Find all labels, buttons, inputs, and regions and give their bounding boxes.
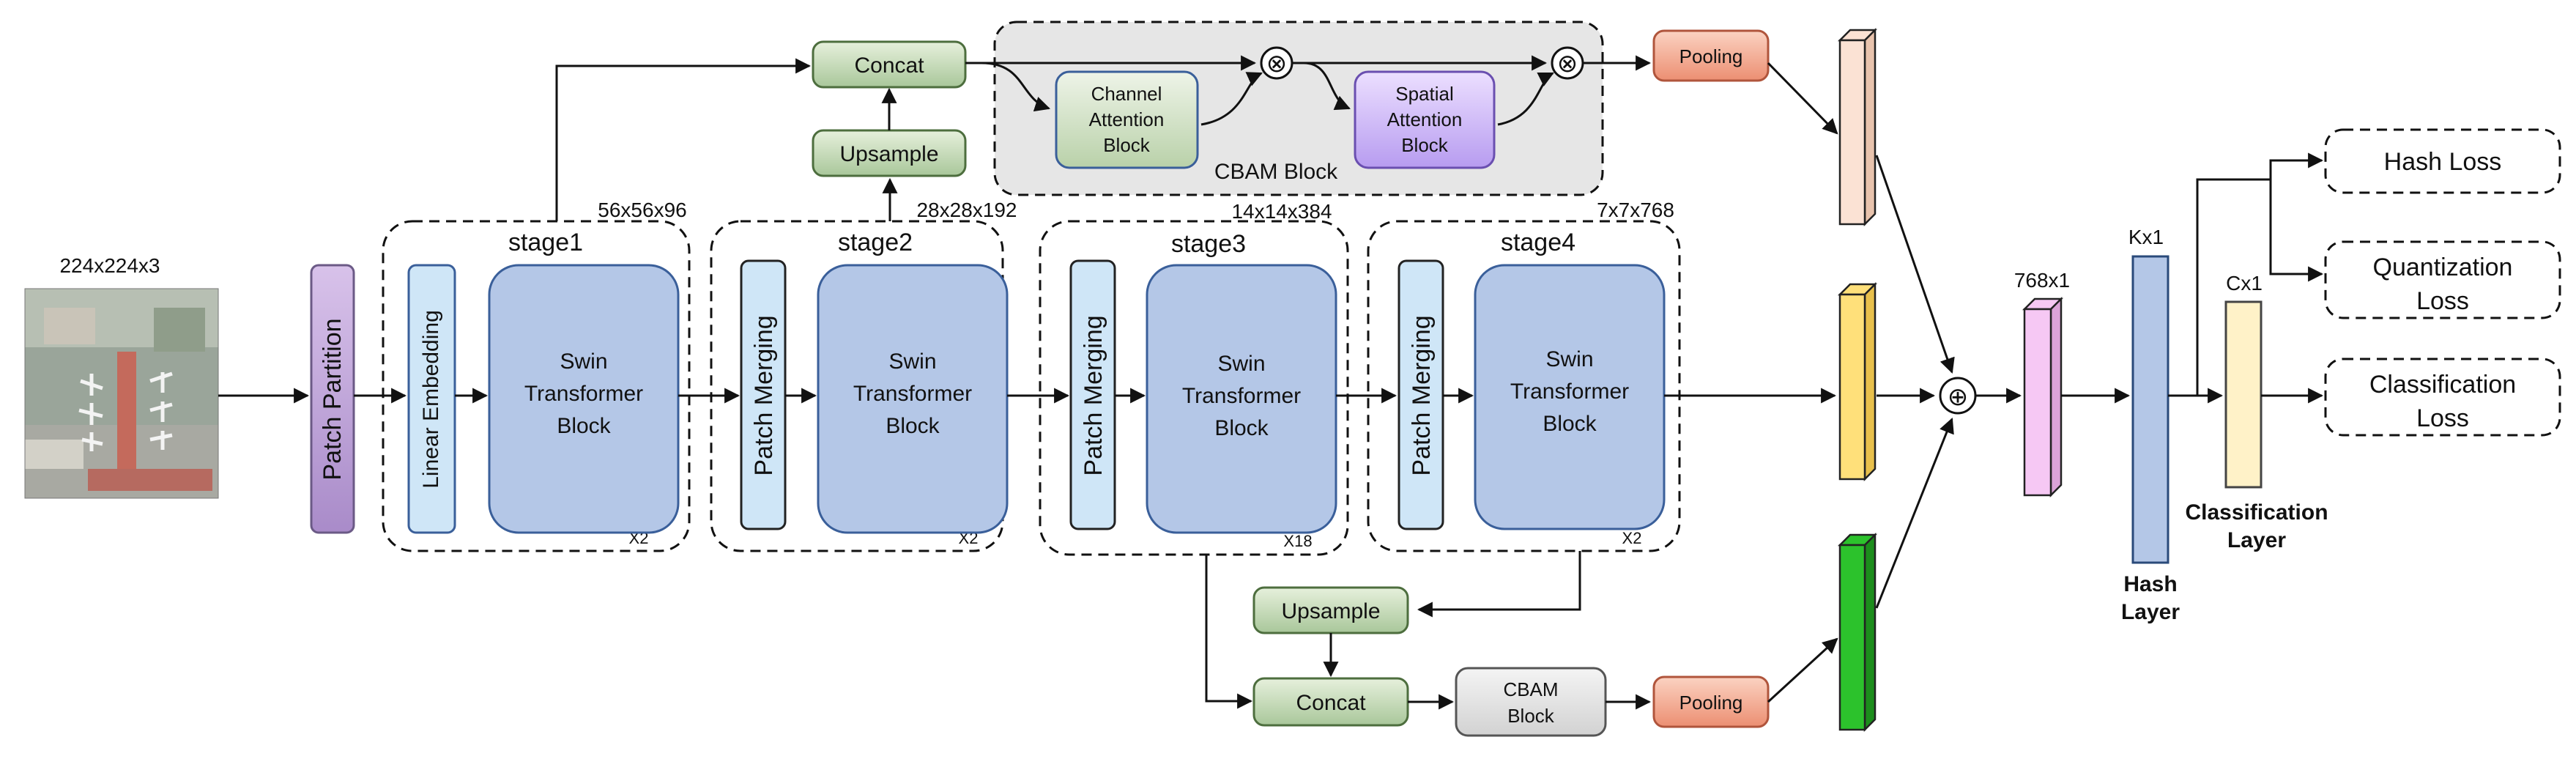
peach-feature-bar (1837, 27, 1878, 227)
hash-layer-label-line2: Layer (2121, 600, 2180, 624)
stage2-swin-line2: Transformer (853, 382, 972, 406)
arrow-concat-to-channel (981, 62, 1050, 112)
stage2-swin-block (817, 264, 1009, 534)
stage2-dims: 28x28x192 (916, 199, 1017, 221)
green-feature-bar (1837, 532, 1878, 733)
top-pooling-block (1652, 29, 1770, 82)
stage3-swin-block (1146, 264, 1337, 534)
channel-attention-line2: Attention (1089, 108, 1165, 130)
bottom-pooling-label: Pooling (1679, 692, 1743, 714)
spatial-attention-line1: Spatial (1395, 83, 1454, 105)
class-layer-dim: Cx1 (2226, 272, 2263, 295)
hash-layer-label-line1: Hash (2123, 572, 2177, 596)
stage2-title: stage2 (838, 229, 913, 256)
hash-loss-label: Hash Loss (2384, 148, 2502, 176)
classification-loss-line1: Classification (2369, 371, 2516, 399)
stage3-swin-line3: Block (1214, 416, 1269, 440)
arrow-stage1-to-concat (555, 58, 812, 221)
stage1-dims: 56x56x96 (598, 199, 686, 221)
add-symbol: ⊕ (1948, 383, 1969, 411)
arrow-peach-to-add (1875, 155, 1955, 374)
pink-fused-feature-bar (2022, 296, 2064, 498)
hash-layer-dim: Kx1 (2128, 226, 2164, 248)
classification-layer-bar (2224, 300, 2263, 489)
stage3-title: stage3 (1171, 230, 1246, 258)
channel-attention-line1: Channel (1091, 83, 1162, 105)
bottom-cbam-line1: CBAM (1503, 678, 1558, 700)
classification-loss-box (2324, 358, 2561, 437)
line-hash-to-loss-split (2168, 178, 2271, 397)
stage3-dims: 14x14x384 (1231, 200, 1332, 223)
arrow-channel-to-mult1 (1200, 72, 1263, 126)
arrow-spatial-to-mult2 (1497, 72, 1554, 126)
stage3-patch-merging-label: Patch Merging (1080, 315, 1107, 475)
spatial-attention-line2: Attention (1387, 108, 1463, 130)
channel-attention-line3: Block (1103, 134, 1151, 156)
yellow-feature-bar (1837, 281, 1878, 482)
multiply-symbol-2: ⊗ (1557, 50, 1578, 78)
stage1-swin-line3: Block (557, 414, 611, 438)
top-pooling-label: Pooling (1679, 45, 1743, 67)
linear-embedding-label: Linear Embedding (419, 310, 443, 489)
stage4-swin-block (1474, 264, 1666, 530)
stage1-swin-line1: Swin (560, 349, 607, 374)
patch-partition-block (310, 264, 355, 534)
hash-layer-bar (2131, 255, 2169, 564)
top-concat-block (812, 40, 967, 89)
arrow-pooling-to-green-bar (1767, 637, 1838, 703)
stage2-swin-line1: Swin (888, 349, 936, 374)
stage3-swin-line2: Transformer (1182, 384, 1301, 408)
stage4-swin-line1: Swin (1545, 347, 1593, 371)
stage4-title: stage4 (1501, 229, 1575, 256)
stage4-swin-line3: Block (1543, 412, 1597, 436)
stage1-swin-block (488, 264, 680, 534)
stage4-swin-line2: Transformer (1510, 380, 1629, 404)
stage1-swin-line2: Transformer (524, 382, 643, 406)
top-cbam-label: CBAM Block (1214, 160, 1338, 184)
fused-feature-dim: 768x1 (2014, 269, 2070, 292)
patch-partition-label: Patch Partition (319, 318, 346, 480)
top-upsample-label: Upsample (839, 142, 938, 166)
stage1-container (382, 220, 691, 552)
arrow-pooling-to-peach-bar (1767, 62, 1838, 135)
bottom-upsample-label: Upsample (1281, 599, 1380, 623)
multiply-symbol-1: ⊗ (1266, 50, 1288, 78)
quantization-loss-box (2324, 240, 2561, 319)
stage3-container (1039, 220, 1349, 556)
spatial-attention-line3: Block (1401, 134, 1449, 156)
stage2-swin-line3: Block (886, 414, 940, 438)
stage4-dims: 7x7x768 (1597, 199, 1674, 221)
input-size-label: 224x224x3 (59, 254, 160, 277)
arrow-stage3-to-bottom-concat (1205, 555, 1253, 709)
bottom-cbam-line2: Block (1507, 705, 1555, 727)
arrow-green-to-add (1875, 418, 1954, 609)
stage1-title: stage1 (508, 229, 583, 256)
stage3-repeat: X18 (1283, 532, 1312, 550)
top-concat-label: Concat (854, 53, 924, 78)
class-layer-label-line1: Classification (2185, 500, 2328, 525)
arrow-to-quantization-loss (2269, 179, 2324, 282)
stage2-patch-merging-label: Patch Merging (750, 315, 778, 475)
quantization-loss-line2: Loss (2416, 287, 2469, 315)
stage4-container (1367, 220, 1681, 552)
spatial-attention-block (1354, 70, 1496, 169)
class-layer-label-line2: Layer (2227, 528, 2286, 552)
quantization-loss-line1: Quantization (2373, 253, 2513, 281)
stage4-patch-merging-label: Patch Merging (1408, 315, 1436, 475)
linear-embedding-block (407, 264, 456, 534)
bottom-concat-label: Concat (1296, 691, 1366, 715)
arrow-to-hash-loss (2269, 152, 2324, 179)
hash-loss-box (2324, 128, 2561, 194)
stage3-swin-line1: Swin (1217, 352, 1265, 376)
arrow-stage4-to-bottom-upsample (1417, 551, 1581, 618)
stage4-repeat: X2 (1622, 529, 1642, 547)
input-aerial-image (24, 288, 219, 499)
channel-attention-block (1055, 70, 1199, 169)
arrow-mult1-to-spatial (1303, 62, 1351, 111)
classification-loss-line2: Loss (2416, 404, 2469, 432)
